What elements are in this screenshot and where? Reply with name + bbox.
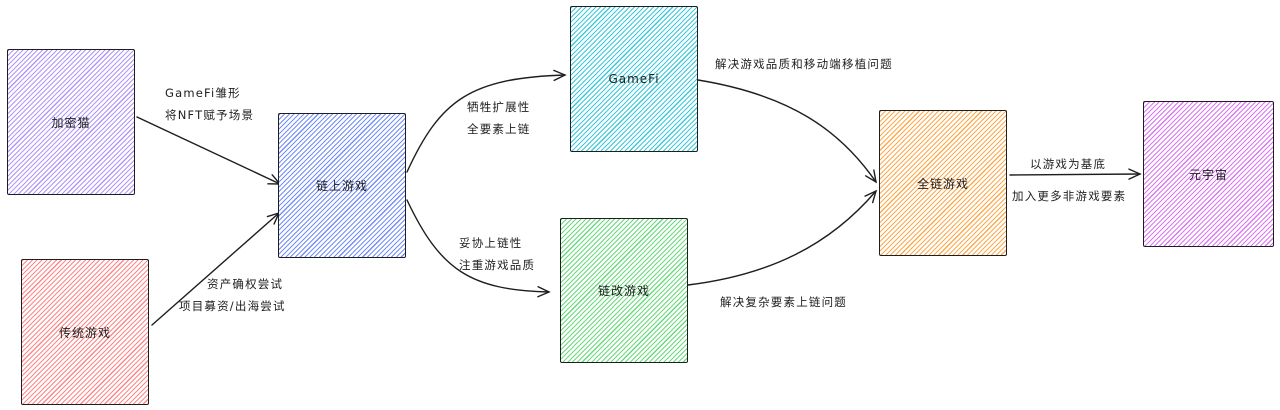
edge-label-line: 解决复杂要素上链问题: [720, 295, 847, 309]
arrow-onchain-to-chain-reform: [406, 199, 551, 298]
edge-label-line: 以游戏为基底: [1030, 157, 1107, 171]
arrow-chain-reform-to-fully-onchain: [687, 189, 878, 286]
node-fully-onchain-games: 全链游戏: [879, 110, 1007, 256]
node-metaverse-label: 元宇宙: [1188, 167, 1228, 182]
edge-label-line: 注重游戏品质: [459, 258, 536, 272]
node-cryptokitties: 加密猫: [7, 49, 135, 195]
edge-label-onchain-to-chain-reform: 妥协上链性 注重游戏品质: [459, 232, 535, 276]
edge-label-chain-reform-to-fully-onchain: 解决复杂要素上链问题: [720, 291, 847, 313]
node-chain-reform-games-label: 链改游戏: [597, 284, 650, 298]
edge-label-traditional-to-onchain: 资产确权尝试 项目募资/出海尝试: [179, 273, 286, 317]
node-cryptokitties-label: 加密猫: [51, 115, 91, 130]
edge-label-gamefi-to-fully-onchain: 解决游戏品质和移动端移植问题: [715, 53, 893, 75]
node-onchain-games-label: 链上游戏: [315, 179, 368, 193]
arrow-gamefi-to-fully-onchain: [697, 79, 877, 184]
edge-label-line: 将NFT赋予场景: [165, 108, 255, 122]
arrow-traditional-to-onchain: [151, 211, 281, 326]
edge-label-fully-onchain-to-metaverse: 以游戏为基底 加入更多非游戏要素: [1012, 148, 1126, 212]
node-traditional-games: 传统游戏: [21, 259, 149, 405]
edge-label-cryptokitties-to-onchain: GameFi雏形 将NFT赋予场景: [165, 82, 254, 126]
edge-label-line: 妥协上链性: [459, 236, 523, 250]
edge-label-line: 牺牲扩展性: [467, 100, 531, 114]
arrow-onchain-to-gamefi: [406, 69, 567, 173]
node-traditional-games-label: 传统游戏: [58, 325, 111, 340]
arrow-cryptokitties-to-onchain: [136, 116, 282, 185]
edge-label-line: GameFi雏形: [165, 86, 241, 100]
node-fully-onchain-games-label: 全链游戏: [916, 176, 969, 191]
node-onchain-games: 链上游戏: [278, 113, 406, 258]
edge-label-line: 加入更多非游戏要素: [1012, 189, 1127, 203]
edge-label-line: 解决游戏品质和移动端移植问题: [715, 57, 893, 71]
node-metaverse: 元宇宙: [1143, 101, 1274, 247]
node-gamefi: GameFi: [570, 6, 698, 152]
node-chain-reform-games: 链改游戏: [560, 218, 688, 363]
edge-label-line: 资产确权尝试: [207, 277, 284, 291]
edge-label-onchain-to-gamefi: 牺牲扩展性 全要素上链: [467, 96, 531, 140]
edge-label-line: 项目募资/出海尝试: [179, 299, 286, 313]
edge-label-line: 全要素上链: [467, 122, 531, 136]
node-gamefi-label: GameFi: [608, 72, 660, 86]
arrow-fully-onchain-to-metaverse: [1009, 168, 1142, 180]
